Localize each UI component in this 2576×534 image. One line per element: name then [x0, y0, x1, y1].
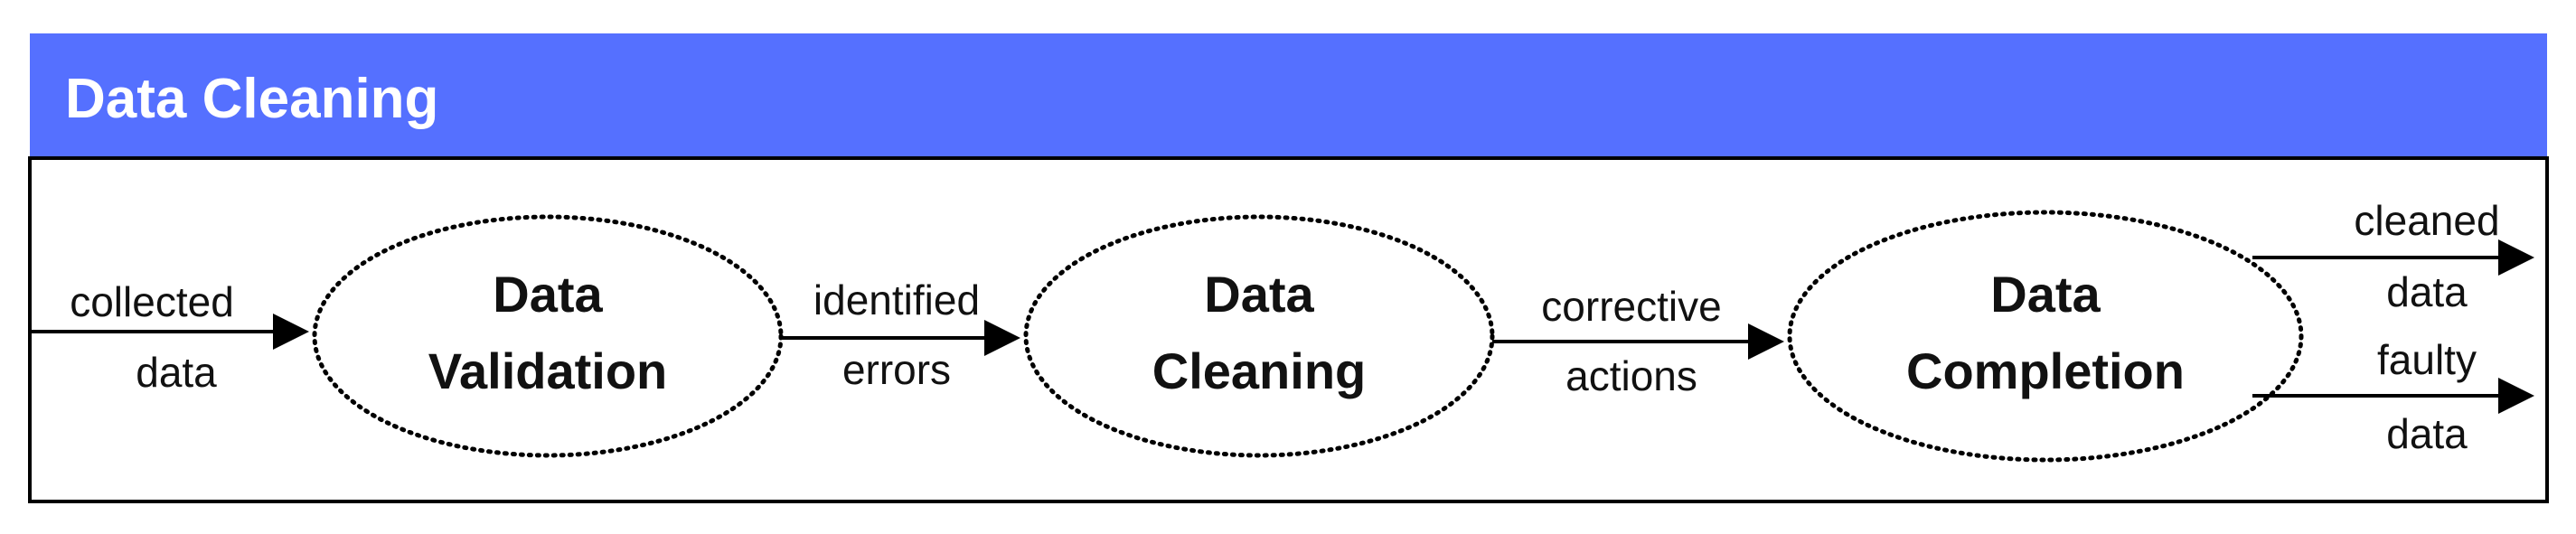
- edge-corrective-actions-label-line1: corrective: [1541, 283, 1721, 330]
- edge-identified-errors-label-line2: errors: [842, 346, 951, 393]
- edge-cleaned-data-label-line1: cleaned: [2354, 197, 2499, 244]
- node-data-completion: Data Completion: [1787, 210, 2304, 463]
- edge-identified-errors-label-line1: identified: [813, 276, 980, 323]
- header-title: Data Cleaning: [65, 68, 438, 130]
- node-data-cleaning-label-line1: Data: [1204, 266, 1314, 323]
- edge-collected-data-label-line2: data: [136, 349, 217, 396]
- node-data-cleaning: Data Cleaning: [1023, 214, 1495, 458]
- node-data-cleaning-ellipse: [1023, 214, 1495, 458]
- node-data-validation: Data Validation: [312, 214, 784, 458]
- node-data-completion-ellipse: [1787, 210, 2304, 463]
- edge-faulty-data: faulty data: [2252, 336, 2534, 457]
- edge-cleaned-data-label-line2: data: [2386, 268, 2468, 315]
- edge-corrective-actions-label-line2: actions: [1565, 352, 1697, 399]
- node-data-cleaning-label-line2: Cleaning: [1152, 342, 1366, 399]
- edge-corrective-actions: corrective actions: [1492, 283, 1784, 399]
- edge-faulty-data-label-line1: faulty: [2377, 336, 2477, 383]
- node-data-validation-label-line1: Data: [493, 266, 603, 323]
- edge-identified-errors: identified errors: [781, 276, 1020, 393]
- header-bar: [30, 33, 2547, 158]
- edge-collected-data-label-line1: collected: [70, 278, 234, 325]
- node-data-completion-label-line2: Completion: [1906, 342, 2185, 399]
- edge-faulty-data-label-line2: data: [2386, 410, 2468, 457]
- node-data-completion-label-line1: Data: [1990, 266, 2101, 323]
- diagram-frame: [28, 156, 2549, 503]
- edge-collected-data: collected data: [32, 278, 309, 396]
- edge-cleaned-data: cleaned data: [2252, 197, 2534, 315]
- node-data-validation-label-line2: Validation: [428, 342, 668, 399]
